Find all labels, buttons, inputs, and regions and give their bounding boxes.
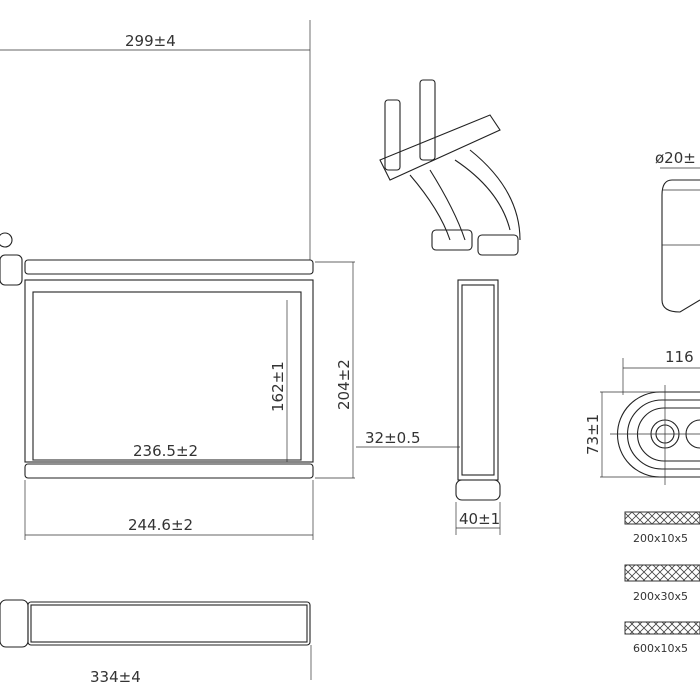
dim-overall-width: 299±4 — [125, 32, 176, 50]
pipe-detail: ø20± — [655, 149, 700, 313]
foam-strip-2 — [624, 564, 700, 582]
side-view: 32±0.5 40±1 — [356, 79, 521, 535]
flange-detail: 116 73±1 — [584, 348, 700, 485]
foam-strip-3-label: 600x10x5 — [633, 642, 688, 655]
dim-pipe-diameter: ø20± — [655, 149, 696, 167]
foam-strip-2-label: 200x30x5 — [633, 590, 688, 603]
dim-overall-height: 204±2 — [335, 359, 353, 410]
foam-strip-1 — [624, 511, 700, 525]
dim-frame-width: 244.6±2 — [128, 516, 193, 534]
foam-strip-3 — [624, 621, 700, 635]
top-view: 334±4 — [0, 599, 312, 686]
dim-tank-thickness: 40±1 — [459, 510, 500, 528]
foam-strips: 200x10x5 200x30x5 600x10x5 — [624, 511, 700, 655]
dim-core-thickness: 32±0.5 — [365, 429, 421, 447]
front-view: 299±4 162±1 204±2 236.5±2 244.6±2 — [0, 20, 355, 540]
foam-strip-1-label: 200x10x5 — [633, 532, 688, 545]
dim-overall-length: 334±4 — [90, 668, 141, 686]
dim-core-height: 162±1 — [269, 361, 287, 412]
dim-flange-width: 116 — [665, 348, 694, 366]
dim-flange-height: 73±1 — [584, 414, 602, 455]
dim-core-width: 236.5±2 — [133, 442, 198, 460]
